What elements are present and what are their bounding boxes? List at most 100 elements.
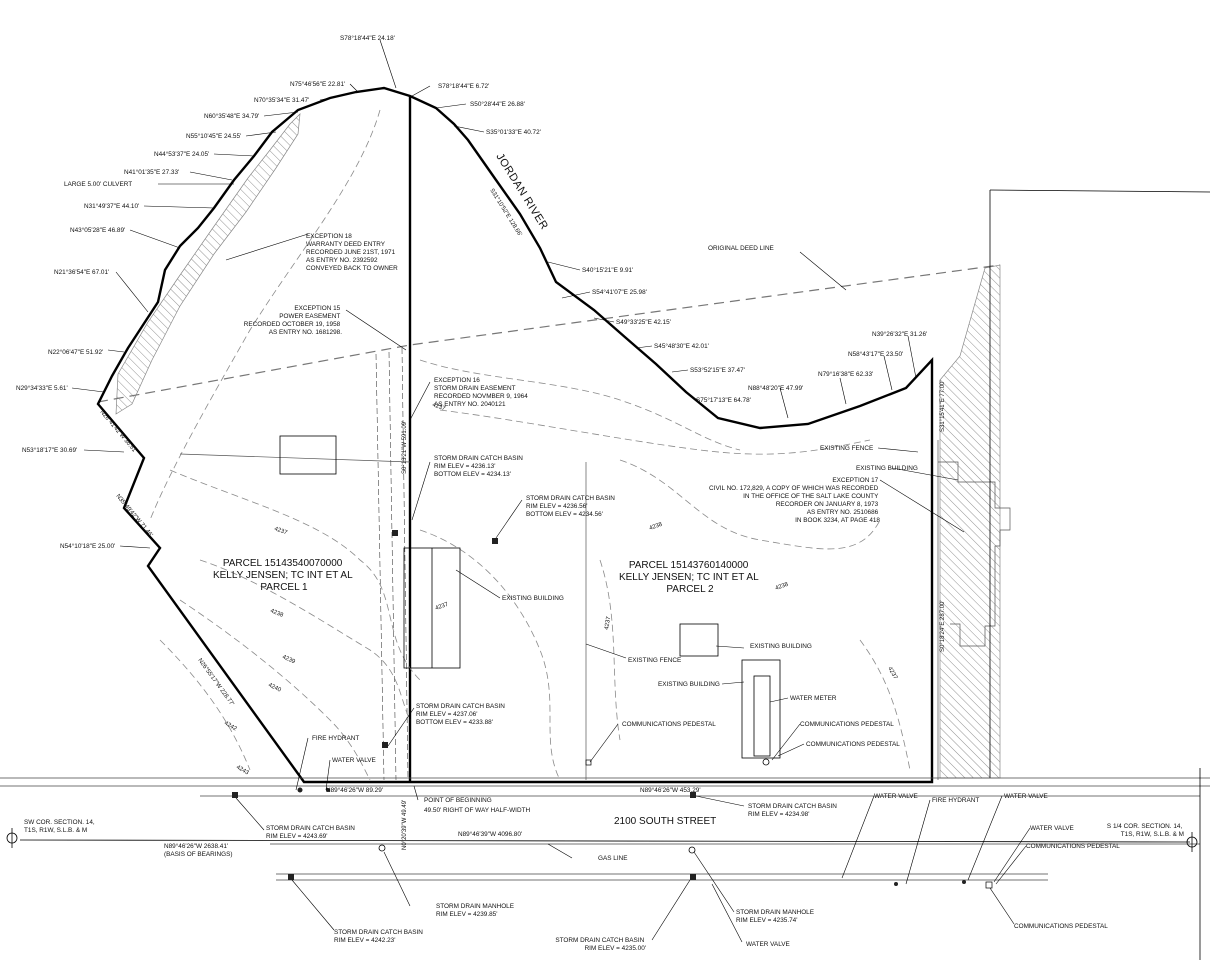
sdmh2-note: STORM DRAIN MANHOLE RIM ELEV = 4235.74': [736, 909, 816, 924]
bearing-s78-a: S78°18'44"E 24.18': [340, 34, 395, 42]
water-valve-icon-1: [326, 788, 330, 792]
comm-pedestal-label-4: COMMUNICATIONS PEDESTAL: [1026, 843, 1120, 850]
row-label: 49.50' RIGHT OF WAY HALF-WIDTH: [424, 807, 530, 814]
water-valve-icon-2: [894, 882, 898, 886]
storm-drain-catch-basin-4: [232, 792, 238, 798]
exception-18-note: EXCEPTION 18 WARRANTY DEED ENTRY RECORDE…: [306, 233, 398, 272]
storm-drain-easement-east: [401, 347, 409, 781]
bearing-s54: S54°41'07"E 25.98': [592, 288, 647, 296]
bearing-n54: N54°10'18"E 25.00': [60, 542, 115, 550]
comm-pedestal-icon-2: [985, 881, 993, 889]
s14-section-corner-icon: [1186, 832, 1198, 852]
bearing-n89-d: N89°46'26"W 2638.41': [164, 842, 228, 850]
exception-15-note: EXCEPTION 15 POWER EASEMENT RECORDED OCT…: [244, 305, 342, 336]
storm-drain-catch-basin-1: [392, 530, 398, 536]
water-valve-label-4: WATER VALVE: [1030, 825, 1074, 832]
bearing-n29: N29°34'33"E 5.61': [16, 384, 68, 392]
existing-building-label-3: EXISTING BUILDING: [658, 681, 720, 688]
bearing-s0-13: S0°13'21"W 591.09': [402, 421, 408, 474]
basis-of-bearings-label: (BASIS OF BEARINGS): [164, 851, 233, 858]
water-meter-icon: [762, 758, 770, 766]
bearing-n75: N75°46'56"E 22.81': [290, 80, 345, 88]
sdcb2-note: STORM DRAIN CATCH BASIN RIM ELEV = 4236.…: [526, 495, 617, 518]
storm-drain-easement-west: [375, 353, 385, 781]
contour-label-4240: 4240: [267, 682, 282, 694]
bearing-n89-b: N89°46'26"W 453.29': [640, 786, 701, 794]
contour-label-4238-c: 4238: [775, 581, 790, 591]
bearing-s0-18: S0°18'24"E 287.00': [940, 600, 946, 652]
contour-line-2: [169, 469, 421, 681]
storm-drain-catch-basin-3: [382, 742, 388, 748]
leader-lines: [71, 39, 1031, 943]
street-centerline: [19, 839, 1191, 843]
bearing-s53: S53°52'15"E 37.47': [690, 366, 745, 374]
comm-pedestal-icon-1: [585, 759, 592, 766]
original-deed-line-label: ORIGINAL DEED LINE: [708, 245, 774, 252]
bearing-n21: N21°36'54"E 67.01': [54, 268, 109, 276]
bearing-s75: S75°17'13"E 64.78': [696, 396, 751, 404]
sdcb3-note: STORM DRAIN CATCH BASIN RIM ELEV = 4237.…: [416, 703, 507, 726]
gas-line-label: GAS LINE: [598, 855, 627, 862]
storm-drain-catch-basin-2: [492, 538, 498, 544]
contour-label-4238-b: 4238: [649, 521, 664, 531]
bearing-s50: S50°28'44"E 26.88': [470, 100, 525, 108]
contour-line-8: [619, 459, 881, 550]
exception-17-hatch-area: [939, 264, 1001, 779]
bearing-n89-a: N89°46'26"W 89.29': [326, 786, 383, 794]
existing-building-mid: [679, 623, 719, 657]
contour-line-9: [599, 559, 621, 741]
contour-label-4238-a: 4238: [269, 608, 284, 619]
bearing-s49: S49°33'25"E 42.15': [616, 318, 671, 326]
contour-line-6: [419, 359, 741, 451]
bearing-n26-b: N26°55'17"W 228.77': [196, 658, 234, 708]
bearing-n35: N35°49'42"W 71.46': [114, 493, 153, 538]
contour-line-5: [159, 639, 251, 771]
bearing-n31: N31°49'37"E 44.10': [84, 202, 139, 210]
bearing-n88: N88°48'20"E 47.99': [748, 384, 803, 392]
contour-line-3: [199, 559, 411, 721]
fire-hydrant-label-1: FIRE HYDRANT: [312, 735, 359, 742]
bearing-s78-b: S78°18'44"E 6.72': [438, 82, 489, 90]
existing-fence-label-mid: EXISTING FENCE: [628, 657, 681, 664]
storm-drain-easement-mid: [388, 351, 397, 781]
water-valve-label-2: WATER VALVE: [874, 793, 918, 800]
storm-drain-catch-basin-5: [690, 792, 696, 798]
water-valve-label-3: WATER VALVE: [1004, 793, 1048, 800]
sdcb5-note: STORM DRAIN CATCH BASIN RIM ELEV = 4234.…: [748, 803, 839, 818]
s14-corner-label: S 1/4 COR. SECTION. 14, T1S, R1W, S.L.B.…: [1107, 823, 1184, 838]
bearing-n53: N53°18'17"E 30.69': [22, 446, 77, 454]
exception-17-note: EXCEPTION 17 CIVIL NO. 172,829, A COPY O…: [709, 477, 880, 524]
sw-corner-label: SW COR. SECTION. 14, T1S, R1W, S.L.B. & …: [24, 819, 96, 834]
exception-18-hatch-area: [115, 113, 301, 415]
exception-16-note: EXCEPTION 16 STORM DRAIN EASEMENT RECORD…: [434, 377, 530, 408]
parcel-boundary: [96, 86, 934, 784]
contour-line-1: [149, 109, 381, 521]
contour-label-4242: 4242: [223, 721, 238, 733]
fire-hydrant-icon: [297, 787, 303, 793]
existing-building-label-2: EXISTING BUILDING: [750, 643, 812, 650]
original-deed-line: [97, 264, 1001, 403]
sdmh1-note: STORM DRAIN MANHOLE RIM ELEV = 4239.85': [436, 903, 516, 918]
existing-building-label-east: EXISTING BUILDING: [856, 465, 918, 472]
contour-label-4243: 4243: [235, 765, 250, 777]
sdcb6-note: STORM DRAIN CATCH BASIN RIM ELEV = 4242.…: [334, 929, 425, 944]
existing-building-north: [279, 435, 337, 475]
bearing-n22: N22°06'47"E 51.92': [48, 348, 103, 356]
contour-line-7: [419, 529, 561, 781]
existing-fence-label-east: EXISTING FENCE: [820, 445, 873, 452]
contour-label-4237-a: 4237: [273, 526, 288, 536]
contour-line-10: [859, 639, 911, 771]
existing-building-east: [741, 659, 781, 759]
storm-drain-catch-basin-7: [690, 874, 696, 880]
parcel-1-label: PARCEL 15143540070000 KELLY JENSEN; TC I…: [213, 558, 355, 593]
contour-label-4237-c: 4237: [431, 402, 446, 412]
bearing-n39: N39°26'32"E 31.26': [872, 330, 927, 338]
water-meter-label: WATER METER: [790, 695, 837, 702]
comm-pedestal-label-5: COMMUNICATIONS PEDESTAL: [1014, 923, 1108, 930]
street-name-label: 2100 SOUTH STREET: [614, 816, 716, 827]
existing-building-east-inner: [753, 675, 771, 757]
bearing-n44: N44°53'37"E 24.05': [154, 150, 209, 158]
contour-label-4237-b: 4237: [435, 601, 450, 611]
contour-label-4237-e: 4237: [886, 666, 898, 681]
